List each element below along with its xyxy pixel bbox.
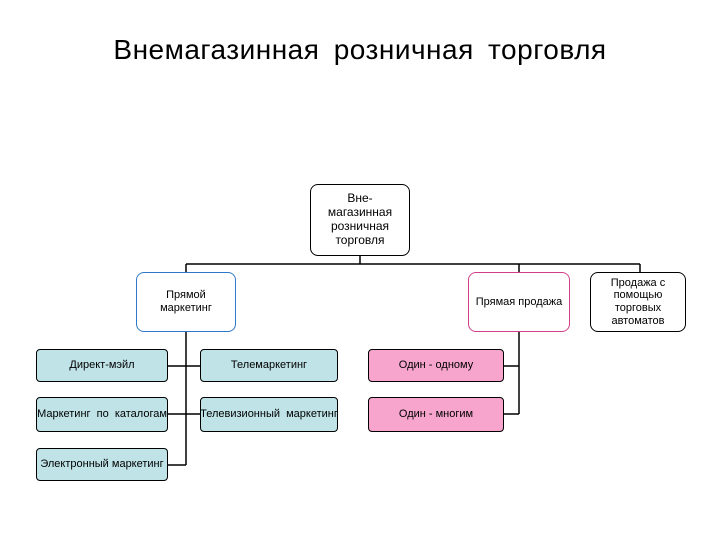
- node-direct-sale-label: Прямая продажа: [475, 295, 563, 308]
- node-telemarketing: Телемаркетинг: [200, 349, 338, 382]
- node-direct-mail: Директ-мэйл: [36, 349, 168, 382]
- node-tv-marketing-label: Телевизионный маркетинг: [200, 408, 338, 421]
- node-vending-label: Продажа с помощью торговых автоматов: [610, 276, 666, 327]
- page-title: Внемагазинная розничная торговля: [113, 34, 607, 65]
- node-one-to-many: Один - многим: [368, 397, 504, 432]
- node-direct-marketing-label: Прямой маркетинг: [160, 289, 212, 314]
- node-tv-marketing: Телевизионный маркетинг: [200, 397, 338, 432]
- node-direct-marketing: Прямой маркетинг: [136, 272, 236, 332]
- node-root-label: Вне- магазинная розничная торговля: [327, 191, 393, 247]
- node-one-to-many-label: Один - многим: [398, 408, 474, 421]
- node-catalog-marketing: Маркетинг по каталогам: [36, 397, 168, 432]
- node-online-marketing: Электронный маркетинг: [36, 448, 168, 481]
- node-catalog-marketing-label: Маркетинг по каталогам: [37, 408, 167, 421]
- node-direct-sale: Прямая продажа: [468, 272, 570, 332]
- node-direct-mail-label: Директ-мэйл: [69, 359, 135, 372]
- node-online-marketing-label: Электронный маркетинг: [40, 458, 164, 471]
- node-vending: Продажа с помощью торговых автоматов: [590, 272, 686, 332]
- node-one-to-one: Один - одному: [368, 349, 504, 382]
- node-one-to-one-label: Один - одному: [398, 359, 474, 372]
- node-root: Вне- магазинная розничная торговля: [310, 184, 410, 256]
- node-telemarketing-label: Телемаркетинг: [230, 359, 308, 372]
